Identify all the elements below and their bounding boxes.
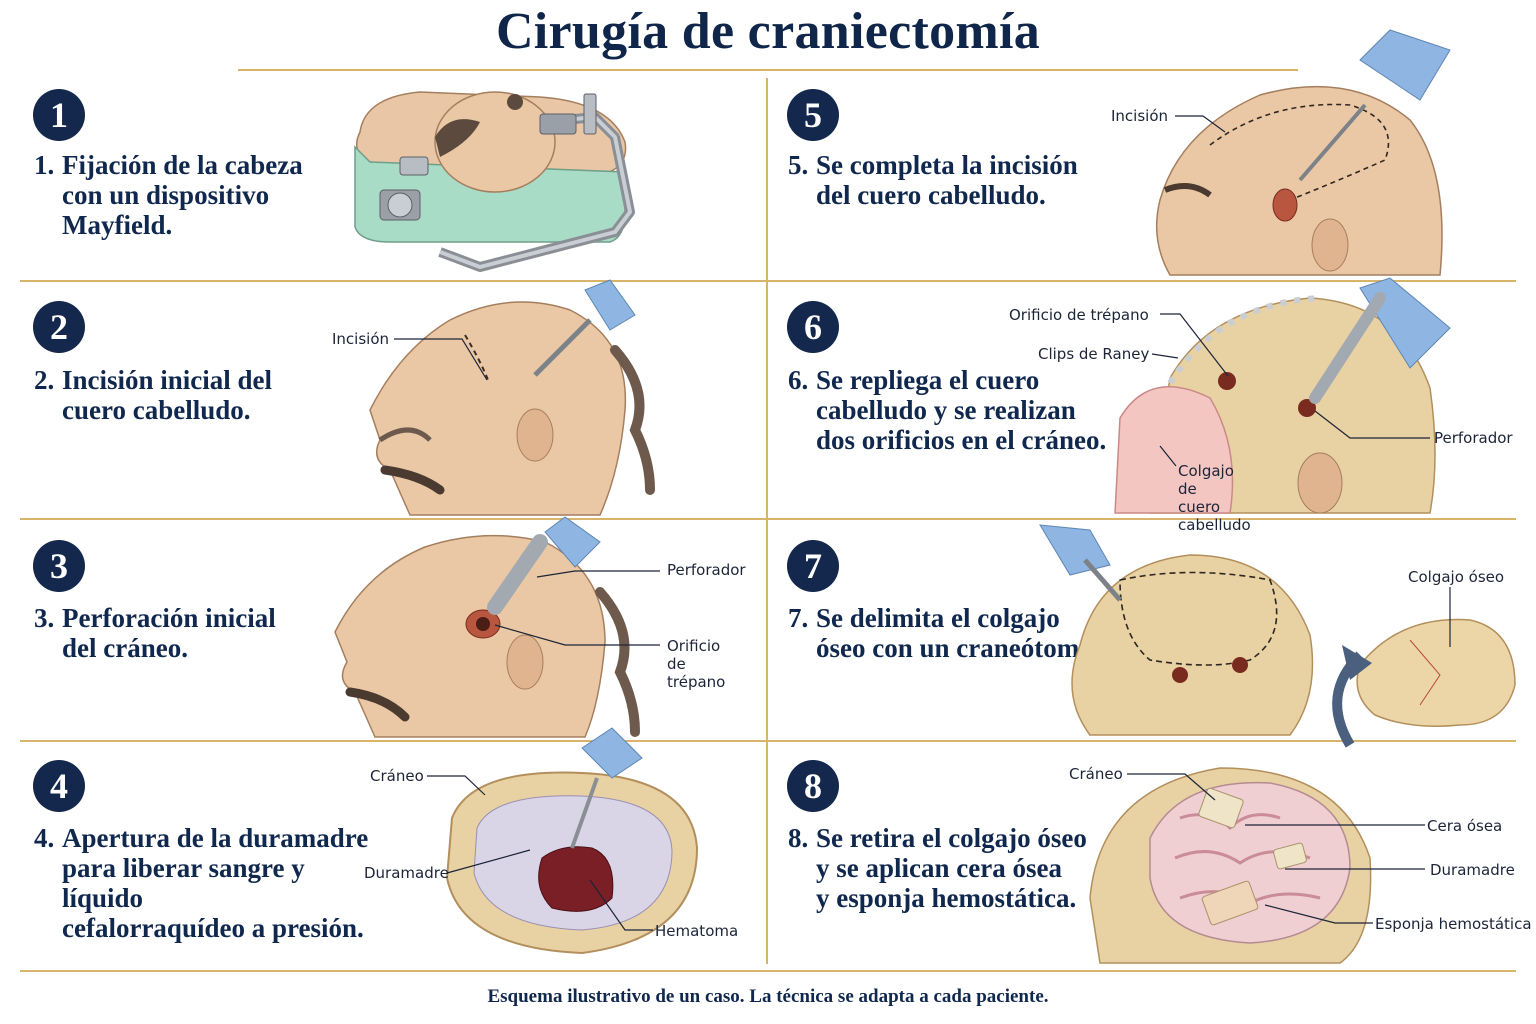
- step-number: 6.: [788, 365, 809, 395]
- step-text: 6. Se repliega el cuero cabelludo y se r…: [788, 365, 1118, 455]
- leader-line: [1449, 587, 1451, 647]
- step-description: Perforación inicial del cráneo.: [62, 603, 276, 663]
- step-text: 4. Apertura de la duramadre para liberar…: [34, 823, 374, 943]
- step-text: 7. Se delimita el colgajo óseo con un cr…: [788, 603, 1108, 663]
- step-badge: 3: [33, 540, 85, 592]
- label-cera-osea: Cera ósea: [1427, 817, 1503, 835]
- label-craneo: Cráneo: [1069, 765, 1123, 783]
- label-incision: Incisión: [332, 330, 390, 348]
- step-description: Incisión inicial del cuero cabelludo.: [62, 365, 273, 425]
- craniotome-skull-illustration: [1039, 524, 1314, 736]
- label-colgajo-oseo: Colgajo óseo: [1408, 568, 1505, 586]
- step-description: Se retira el colgajo óseo y se aplican c…: [816, 823, 1087, 913]
- footer-disclaimer: Esquema ilustrativo de un caso. La técni…: [487, 986, 1049, 1007]
- step-text: 2. Incisión inicial del cuero cabelludo.: [34, 365, 354, 425]
- row-divider-3: [20, 740, 1516, 742]
- label-incision: Incisión: [1111, 107, 1169, 125]
- step-description: Se repliega el cuero cabelludo y se real…: [816, 365, 1107, 455]
- step-badge: 4: [33, 760, 85, 812]
- leader-line: [394, 338, 488, 381]
- leader-lines: [427, 775, 653, 931]
- full-incision-illustration: [1155, 29, 1451, 276]
- leader-lines: [1127, 773, 1425, 924]
- step-description: Apertura de la duramadre para liberar sa…: [62, 823, 369, 943]
- step-number: 2.: [34, 365, 55, 395]
- step-number: 4.: [34, 823, 55, 853]
- dura-opening-illustration: [445, 727, 699, 955]
- title-underline: [238, 69, 1298, 71]
- leader-lines: [1151, 313, 1430, 467]
- row-divider-2: [20, 518, 1516, 520]
- head-profile-incision-illustration: [369, 279, 655, 516]
- step-number: 1.: [34, 150, 55, 180]
- step-badge: 1: [33, 89, 85, 141]
- step-text: 3. Perforación inicial del cráneo.: [34, 603, 354, 663]
- step-text: 8. Se retira el colgajo óseo y se aplica…: [788, 823, 1108, 913]
- label-clips-raney: Clips de Raney: [1038, 345, 1150, 363]
- step-badge: 6: [787, 301, 839, 353]
- step-number: 3.: [34, 603, 55, 633]
- bottom-rule: [20, 970, 1516, 972]
- label-perforador: Perforador: [667, 561, 746, 579]
- step-badge: 5: [787, 89, 839, 141]
- step-text: 5. Se completa la incisión del cuero cab…: [788, 150, 1108, 210]
- label-hematoma: Hematoma: [655, 922, 739, 940]
- label-perforador: Perforador: [1434, 429, 1513, 447]
- mayfield-head-illustration: [354, 91, 635, 272]
- step-number: 8.: [788, 823, 809, 853]
- label-esponja-hemostatica: Esponja hemostática: [1375, 915, 1532, 933]
- bone-flap-illustration: [1332, 618, 1516, 748]
- step-badge: 2: [33, 301, 85, 353]
- label-orificio-trepano: Orificio de trépano: [1009, 306, 1149, 324]
- scalp-flap-burr-holes-illustration: [1114, 277, 1451, 514]
- step-text: 1. Fijación de la cabeza con un disposit…: [34, 150, 354, 240]
- step-description: Se delimita el colgajo óseo con un crane…: [816, 603, 1100, 663]
- step-number: 7.: [788, 603, 809, 633]
- step-badge: 7: [787, 540, 839, 592]
- label-colgajo-cuero-cabelludo: Colgajo de cuero cabelludo: [1178, 462, 1251, 534]
- leader-lines: [494, 570, 660, 646]
- column-divider: [766, 78, 768, 964]
- step-description: Fijación de la cabeza con un dispositivo…: [62, 150, 303, 240]
- page-title: Cirugía de craniectomía: [495, 3, 1041, 60]
- step-badge: 8: [787, 760, 839, 812]
- label-craneo: Cráneo: [370, 767, 424, 785]
- step-number: 5.: [788, 150, 809, 180]
- row-divider-1: [20, 280, 1516, 282]
- skull-drill-illustration: [334, 516, 640, 738]
- label-duramadre: Duramadre: [1430, 861, 1515, 879]
- step-description: Se completa la incisión del cuero cabell…: [816, 150, 1078, 210]
- label-duramadre: Duramadre: [364, 864, 449, 882]
- leader-line: [1175, 115, 1226, 133]
- label-orificio-trepano: Orificio de trépano: [667, 637, 726, 691]
